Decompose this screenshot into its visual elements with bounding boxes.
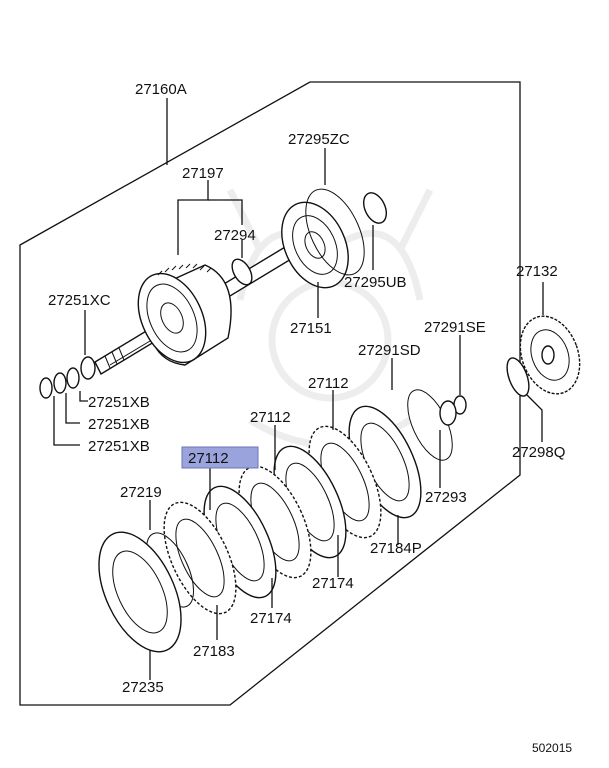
label-27295UB[interactable]: 27295UB [344,274,407,291]
footer-code: 502015 [532,741,572,755]
label-27235[interactable]: 27235 [122,679,164,696]
disc-27112-c [163,501,237,615]
leader-lines [53,98,544,680]
label-27151[interactable]: 27151 [290,320,332,337]
label-27132[interactable]: 27132 [516,263,558,280]
label-27251XC[interactable]: 27251XC [48,292,111,309]
highlight-box [181,446,259,469]
label-27112-a[interactable]: 27112 [308,375,349,392]
seal-ring-27295ZC [305,188,365,276]
label-27112-highlighted[interactable]: 27112 [188,450,229,467]
label-27291SD[interactable]: 27291SD [358,342,421,359]
ring-27251XC [80,356,96,380]
snap-ring-27298Q [506,357,530,397]
pressure-plate-27235 [98,531,182,653]
label-27184P[interactable]: 27184P [370,540,422,557]
label-27251XB-3[interactable]: 27251XB [88,438,150,455]
label-27294[interactable]: 27294 [214,227,256,244]
label-27183[interactable]: 27183 [193,643,235,660]
label-27174-a[interactable]: 27174 [312,575,354,592]
gear-27132 [519,315,581,395]
label-27160A[interactable]: 27160A [135,81,187,98]
ring-27251XB-a [66,367,80,389]
ring-27251XB-b [53,372,67,394]
clutch-pack [98,389,467,653]
label-27251XB-1[interactable]: 27251XB [88,394,150,411]
label-27298Q[interactable]: 27298Q [512,444,565,461]
clutch-drum-27197 [137,263,232,366]
assembly-outline [19,81,521,706]
bearing-27293 [439,400,457,426]
label-27197[interactable]: 27197 [182,165,224,182]
label-27293[interactable]: 27293 [425,489,467,506]
label-27295ZC[interactable]: 27295ZC [288,131,350,148]
ring-27251XB-c [39,377,53,399]
part-labels: 27160A 27295ZC 27197 27294 27295UB 27151… [48,81,572,755]
label-27219[interactable]: 27219 [120,484,162,501]
seal-ring-27295UB [362,192,388,224]
label-27251XB-2[interactable]: 27251XB [88,416,150,433]
label-27291SE[interactable]: 27291SE [424,319,486,336]
shaft-assembly [39,188,388,399]
label-27112-b[interactable]: 27112 [250,409,291,426]
label-27174-b[interactable]: 27174 [250,610,292,627]
